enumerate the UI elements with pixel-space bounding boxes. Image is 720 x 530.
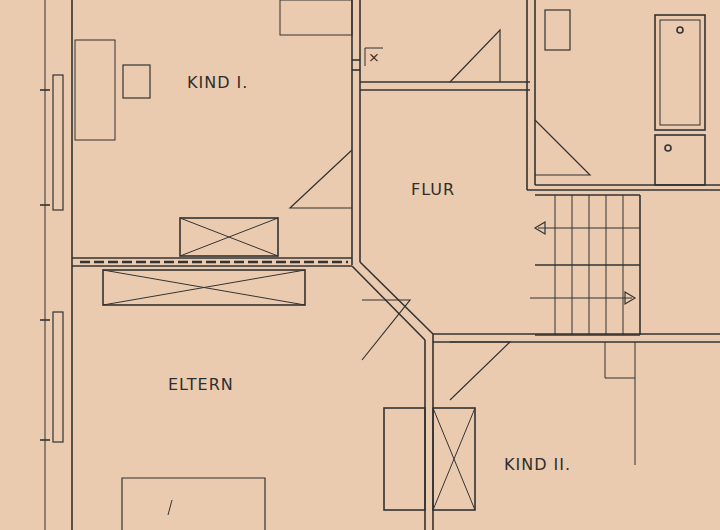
room-name: ELTERN	[168, 375, 234, 394]
svg-text:⨯: ⨯	[368, 49, 380, 65]
room-name: FLUR	[411, 180, 455, 199]
room-label: ELTERN	[165, 374, 237, 395]
room-label: KIND I.	[184, 72, 251, 93]
room-name: KIND II.	[504, 455, 571, 474]
room-name: KIND I.	[187, 73, 248, 92]
room-label: FLUR	[408, 179, 458, 200]
room-label: KIND II.	[501, 454, 574, 475]
